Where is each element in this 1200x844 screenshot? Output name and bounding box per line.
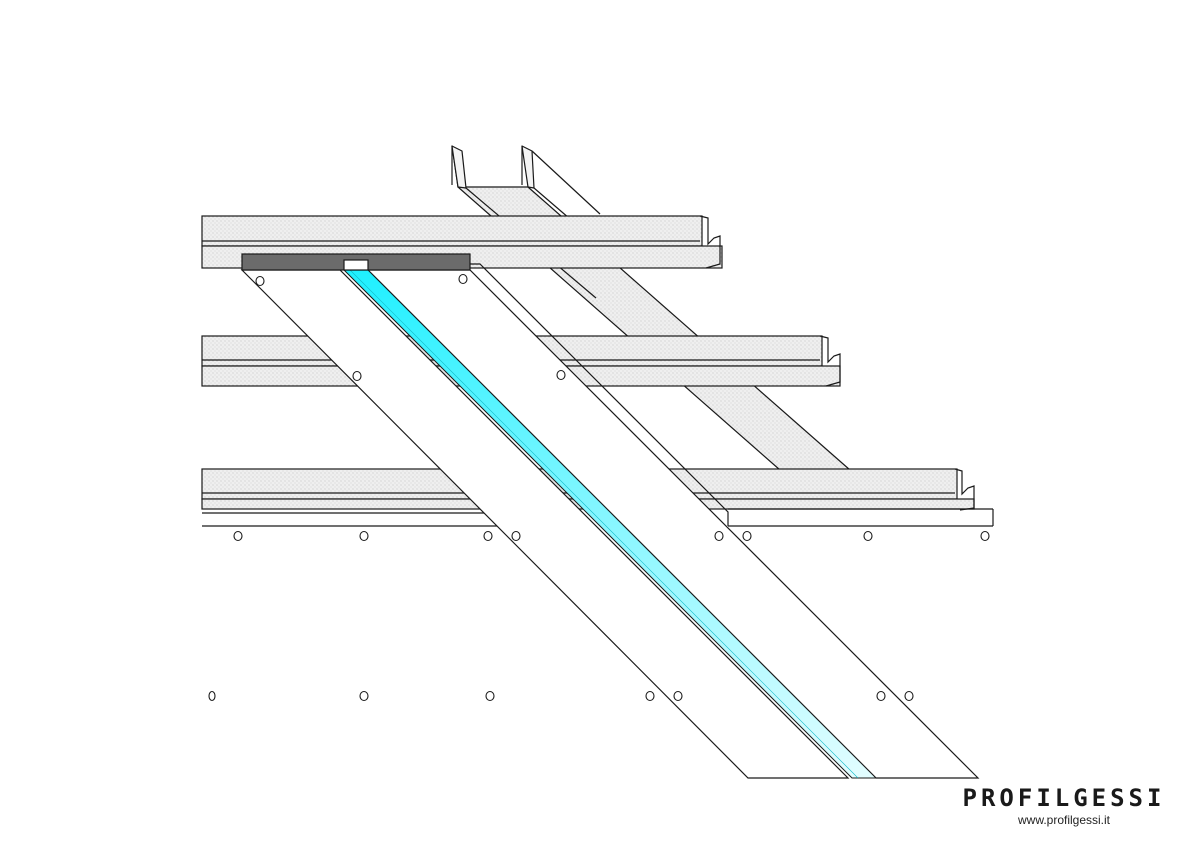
- ceiling-board-edge: [202, 508, 994, 527]
- screw-holes: [208, 273, 990, 702]
- brand-block: PROFILGESSI www.profilgessi.it: [944, 784, 1184, 828]
- right-board-thickness: [470, 263, 729, 526]
- brand-url[interactable]: www.profilgessi.it: [1017, 813, 1111, 827]
- mounting-bracket: [241, 253, 471, 271]
- profilgessi-logo-text: PROFILGESSI: [962, 784, 1166, 812]
